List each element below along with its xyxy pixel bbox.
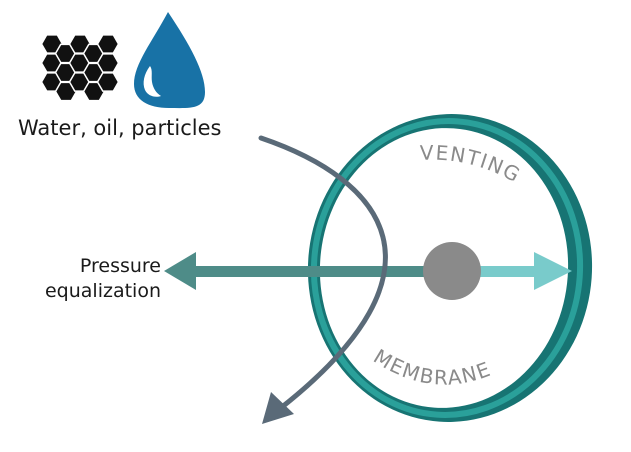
hexagon-particle — [96, 53, 120, 73]
pressure-arrow — [164, 252, 572, 290]
membrane-center-dot — [423, 242, 481, 300]
pressure-equalization-label: Pressure equalization — [45, 254, 161, 304]
hexagon-particle — [96, 72, 120, 92]
membrane-ring-highlight — [310, 118, 584, 418]
contaminants-label: Water, oil, particles — [18, 116, 222, 140]
hexagon-cluster-icon — [40, 34, 120, 102]
water-drop-icon — [134, 12, 205, 109]
hexagon-particle — [96, 34, 120, 54]
pressure-label-line2: equalization — [44, 280, 161, 302]
deflected-contaminant-arrow — [258, 135, 388, 424]
pressure-label-line1: Pressure — [79, 255, 161, 277]
